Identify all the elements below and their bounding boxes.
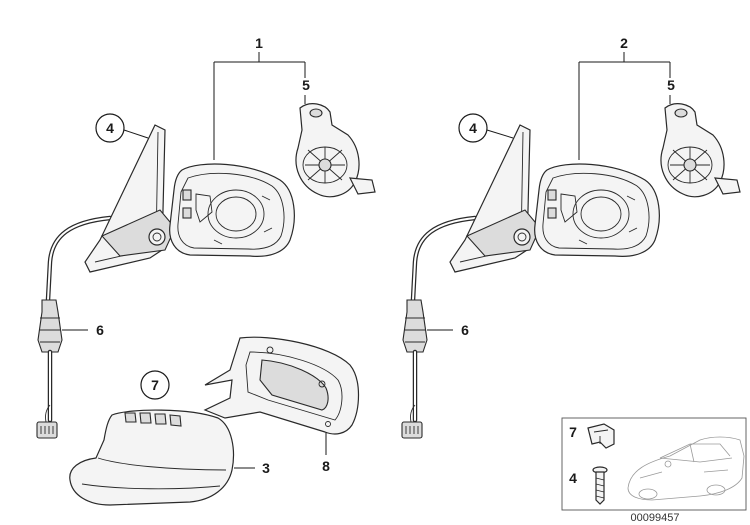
callout-7: 7 <box>151 377 159 393</box>
clip-part-icon <box>587 423 615 449</box>
mirror-actuator-left <box>295 103 376 198</box>
callout-6-right: 6 <box>461 322 469 338</box>
mirror-frame-trim <box>203 336 360 455</box>
reference-number: 00099457 <box>631 512 680 524</box>
screw-part-icon <box>592 466 608 505</box>
callout-3: 3 <box>262 460 270 476</box>
mirror-housing-left <box>169 163 295 257</box>
mirror-base-left <box>84 124 176 273</box>
mirror-actuator-right <box>660 103 741 198</box>
callout-8: 8 <box>322 458 330 474</box>
callout-6-left: 6 <box>96 322 104 338</box>
legend-callout-4: 4 <box>569 470 577 486</box>
callout-4-right-marker <box>458 113 514 143</box>
legend-callout-7: 7 <box>569 424 577 440</box>
mirror-housing-right <box>534 163 660 257</box>
callout-4-left: 4 <box>106 120 114 136</box>
legend-box <box>561 417 747 511</box>
mirror-base-right <box>449 124 541 273</box>
callout-1: 1 <box>255 35 263 51</box>
cable-left <box>36 215 113 439</box>
car-silhouette <box>627 436 745 501</box>
callout-7-marker <box>140 370 170 400</box>
mirror-cap <box>69 409 255 506</box>
cable-right <box>401 215 478 439</box>
callout-bracket-1 <box>213 52 306 160</box>
callout-2: 2 <box>620 35 628 51</box>
mirror-assembly-right: 2 5 4 6 <box>401 35 741 439</box>
callout-4-left-marker <box>95 113 149 143</box>
callout-bracket-2 <box>578 52 671 160</box>
mirror-assembly-left: 1 5 4 6 <box>36 35 376 439</box>
callout-4-right: 4 <box>469 120 477 136</box>
callout-5-right: 5 <box>667 77 675 93</box>
callout-5-left: 5 <box>302 77 310 93</box>
